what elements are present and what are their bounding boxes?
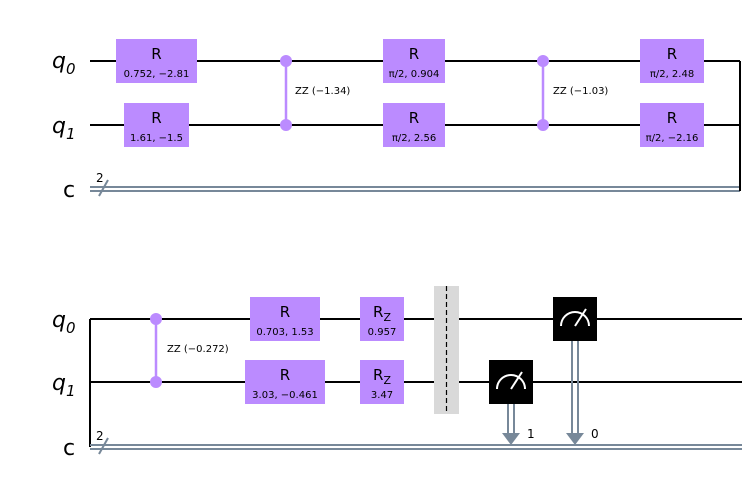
classical-width-label-row2: 2 <box>96 429 104 443</box>
svg-text:ZZ (−0.272): ZZ (−0.272) <box>167 344 229 355</box>
svg-text:RZ: RZ <box>373 366 391 387</box>
svg-text:π/2, 0.904: π/2, 0.904 <box>389 69 440 80</box>
r-gate-q0-2: R π/2, 0.904 <box>383 39 445 83</box>
svg-text:π/2, 2.48: π/2, 2.48 <box>650 69 694 80</box>
svg-text:3.03, −0.461: 3.03, −0.461 <box>252 390 318 401</box>
r-gate-q1-1: R 1.61, −1.5 <box>124 103 189 147</box>
circuit-row-2: q0 q1 c 2 ZZ (−0.272) R 0.703, 1.53 R 3.… <box>52 286 742 461</box>
r-gate-q0-3: R π/2, 2.48 <box>640 39 704 83</box>
zz-gate-3: ZZ (−0.272) <box>150 313 229 388</box>
measure-q1: 1 <box>489 360 535 445</box>
rz-gate-q0: RZ 0.957 <box>360 297 404 341</box>
classical-label-c-row2: c <box>63 436 75 461</box>
svg-text:0.752, −2.81: 0.752, −2.81 <box>124 69 190 80</box>
r-gate-q0-1: R 0.752, −2.81 <box>116 39 197 83</box>
qubit-label-q1: q1 <box>52 114 76 143</box>
svg-text:π/2, 2.56: π/2, 2.56 <box>392 133 436 144</box>
svg-text:R: R <box>280 303 290 321</box>
classical-width-label: 2 <box>96 171 104 185</box>
svg-text:R: R <box>409 109 419 127</box>
svg-text:R: R <box>151 109 161 127</box>
meter-icon <box>560 311 590 327</box>
svg-text:R: R <box>667 109 677 127</box>
svg-text:RZ: RZ <box>373 303 391 324</box>
r-gate-q1-4: R 3.03, −0.461 <box>245 360 325 404</box>
measure-bit-label-0: 0 <box>591 427 599 441</box>
svg-text:R: R <box>280 366 290 384</box>
r-gate-q0-4: R 0.703, 1.53 <box>250 297 320 341</box>
classical-label-c: c <box>63 178 75 203</box>
zz-gate-2: ZZ (−1.03) <box>537 55 608 131</box>
zz-gate-1: ZZ (−1.34) <box>280 55 350 131</box>
barrier <box>434 286 459 414</box>
svg-text:ZZ (−1.03): ZZ (−1.03) <box>553 86 608 97</box>
measure-bit-label-1: 1 <box>527 427 535 441</box>
r-gate-q1-3: R π/2, −2.16 <box>640 103 704 147</box>
classical-slash <box>98 179 109 197</box>
svg-text:R: R <box>667 45 677 63</box>
meter-icon <box>496 374 526 390</box>
r-gate-q1-2: R π/2, 2.56 <box>383 103 445 147</box>
svg-text:0.957: 0.957 <box>368 327 397 338</box>
svg-text:R: R <box>409 45 419 63</box>
svg-text:R: R <box>151 45 161 63</box>
qubit-label-q0: q0 <box>52 49 76 78</box>
measure-q0: 0 <box>553 297 599 445</box>
svg-text:3.47: 3.47 <box>371 390 393 401</box>
svg-text:π/2, −2.16: π/2, −2.16 <box>646 133 699 144</box>
svg-text:0.703, 1.53: 0.703, 1.53 <box>256 327 313 338</box>
classical-slash-row2 <box>98 437 109 455</box>
svg-text:ZZ (−1.34): ZZ (−1.34) <box>295 86 350 97</box>
svg-text:1.61, −1.5: 1.61, −1.5 <box>130 133 183 144</box>
qubit-label-q1-row2: q1 <box>52 371 76 400</box>
qubit-label-q0-row2: q0 <box>52 308 76 337</box>
circuit-row-1: q0 q1 c 2 R 0.752, −2.81 R 1.61, −1.5 <box>52 39 741 203</box>
rz-gate-q1: RZ 3.47 <box>360 360 404 404</box>
